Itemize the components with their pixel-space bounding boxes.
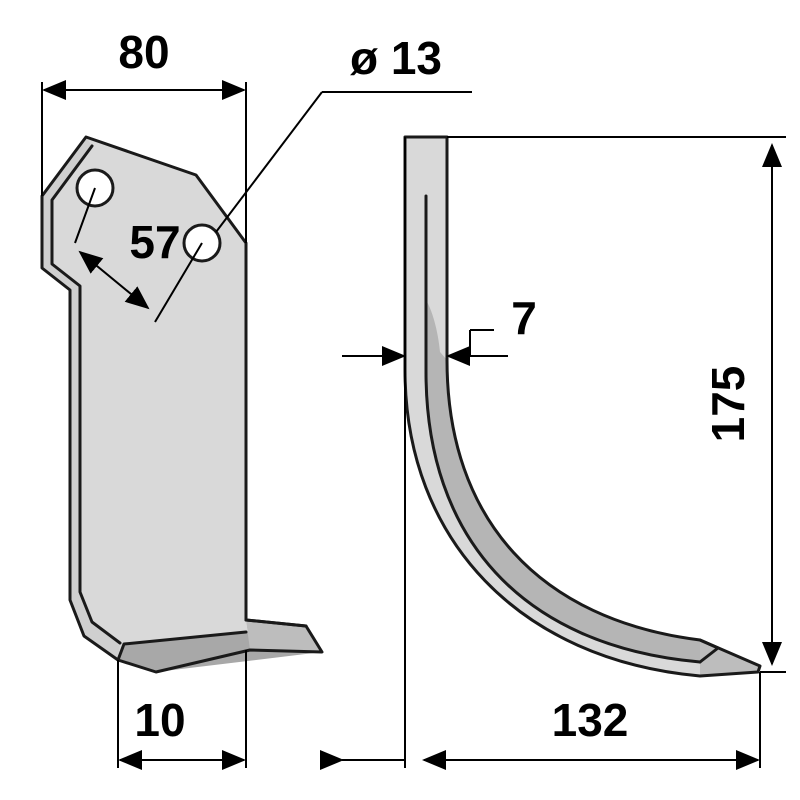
- side-view-outline: [403, 135, 762, 678]
- dim-label-80: 80: [118, 26, 169, 78]
- side-view-inner-shading: [426, 300, 718, 662]
- dim-label-hole-diameter: ø 13: [350, 32, 442, 84]
- dimension-thickness: 7: [342, 292, 537, 366]
- dim-label-7: 7: [511, 292, 537, 344]
- dimension-length: 132: [320, 137, 761, 770]
- front-view-edge-highlight: [246, 620, 322, 652]
- front-view-outline: [40, 135, 324, 674]
- dimension-height: 175: [447, 136, 786, 673]
- dim-label-10: 10: [134, 694, 185, 746]
- side-view-inner-fold: [424, 194, 702, 664]
- side-view: [403, 135, 762, 678]
- dim-label-132: 132: [552, 694, 629, 746]
- dimension-hole-spacing: 57: [74, 187, 203, 323]
- front-view-left-flank: [42, 137, 120, 660]
- dimension-edge-offset: 10: [117, 650, 247, 770]
- dim-label-57: 57: [129, 216, 180, 268]
- side-view-tip-fold: [698, 638, 720, 664]
- front-view-fold-line-bottom: [116, 630, 248, 662]
- dim-label-175: 175: [702, 366, 754, 443]
- dimension-width-top: 80: [41, 26, 247, 243]
- front-view-edge-line: [244, 618, 308, 628]
- dimension-hole-diameter: ø 13: [215, 32, 472, 233]
